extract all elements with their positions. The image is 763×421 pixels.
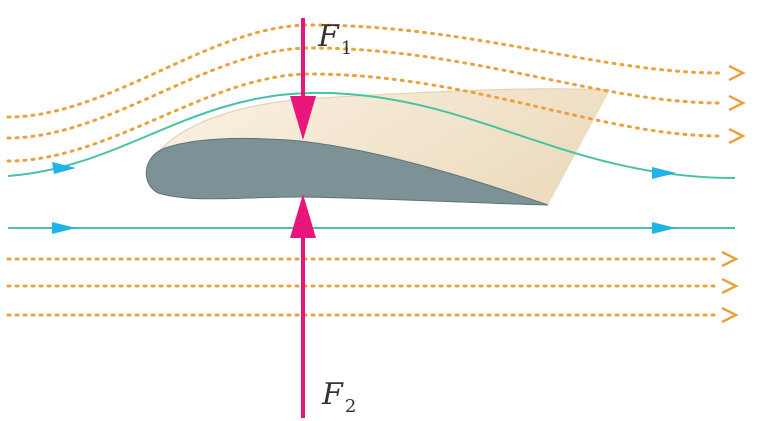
airflow-line — [6, 72, 722, 163]
open-chevron-arrow-icon — [728, 127, 746, 145]
airfoil-cross-section — [145, 137, 549, 206]
force-arrowhead-down-icon — [290, 96, 316, 140]
force-arrowhead-up-icon — [290, 194, 316, 238]
lower-flow-arrowheads — [721, 250, 739, 324]
airflow-line — [6, 46, 722, 140]
streamline-arrow-icon — [652, 222, 676, 234]
lower-airflow-lines — [6, 257, 722, 317]
wing-surface — [158, 88, 610, 205]
open-chevron-arrow-icon — [721, 277, 739, 295]
streamline-arrow-icon — [52, 222, 76, 234]
streamline-arrow-icon — [52, 162, 76, 174]
force-f1-arrow — [290, 18, 316, 140]
open-chevron-arrow-icon — [728, 94, 746, 112]
open-chevron-arrow-icon — [728, 64, 746, 82]
wing-leading-edge-line — [157, 88, 611, 153]
open-chevron-arrow-icon — [721, 306, 739, 324]
force-f2-arrow — [290, 194, 316, 418]
upper-streamline — [7, 91, 736, 179]
streamline-arrow-icon — [652, 167, 676, 179]
upper-airflow-lines — [6, 23, 722, 163]
upper-flow-arrowheads — [728, 64, 746, 145]
streamline-arrowheads — [52, 162, 676, 234]
airflow-line — [6, 23, 722, 119]
open-chevron-arrow-icon — [721, 250, 739, 268]
